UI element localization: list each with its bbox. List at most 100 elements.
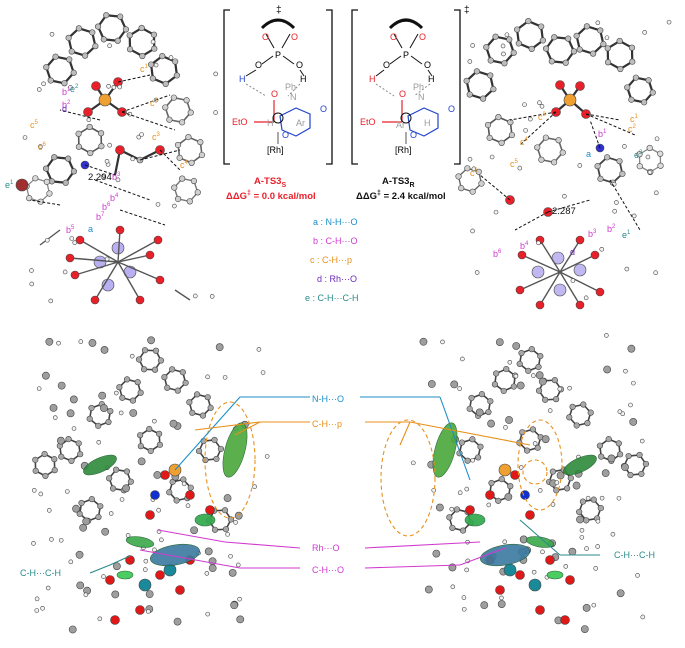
- carbon-atom: [495, 113, 502, 121]
- hydrogen-atom: [107, 142, 112, 148]
- oxygen-atom: [115, 145, 125, 155]
- hydrogen-atom: [653, 270, 658, 276]
- bond: [519, 271, 561, 291]
- carbon-atom: [41, 450, 48, 458]
- distance-right: 2.287: [552, 206, 576, 217]
- carbon-atom: [123, 376, 131, 383]
- carbon-atom: [173, 617, 182, 626]
- hydrogen-atom: [205, 374, 210, 380]
- oxygen-atom: [105, 575, 115, 585]
- carbon-atom: [466, 91, 473, 98]
- hydrogen-atom: [642, 30, 647, 35]
- callout-cho: C-H···O: [312, 565, 344, 575]
- interaction-label-c1: c1: [630, 114, 639, 124]
- carbon-atom: [32, 456, 39, 463]
- bond: [234, 421, 261, 436]
- carbon-atom: [173, 497, 180, 504]
- carbon-atom: [603, 365, 612, 374]
- carbon-atom: [551, 159, 558, 166]
- hydrogen-atom: [595, 20, 601, 26]
- hydrogen-atom: [431, 487, 437, 493]
- carbon-atom: [518, 349, 525, 357]
- carbon-atom: [495, 338, 504, 346]
- oxygen-atom: [90, 295, 100, 305]
- carbon-atom: [474, 454, 482, 461]
- hydrogen-atom: [449, 506, 455, 512]
- carbon-atom: [166, 489, 173, 496]
- bond: [559, 239, 581, 273]
- carbon-atom: [506, 36, 513, 43]
- carbon-atom: [424, 585, 433, 594]
- carbon-atom: [122, 484, 131, 493]
- carbon-atom: [186, 198, 193, 205]
- hydrogen-atom: [614, 200, 619, 205]
- carbon-atom: [190, 526, 199, 535]
- carbon-atom: [42, 472, 49, 480]
- carbon-atom: [98, 143, 105, 150]
- carbon-atom: [627, 344, 636, 353]
- carbon-atom: [475, 408, 484, 417]
- ch-pi-region: [522, 459, 548, 485]
- hydrogen-atom: [654, 136, 660, 142]
- carbon-atom: [617, 451, 624, 458]
- carbon-atom: [208, 564, 217, 573]
- carbon-atom: [166, 116, 173, 123]
- carbon-atom: [542, 134, 549, 141]
- bond: [39, 229, 61, 246]
- carbon-atom: [495, 497, 502, 504]
- carbon-atom: [182, 379, 189, 386]
- hydrogen-atom: [139, 132, 144, 137]
- hydrogen-atom: [513, 373, 519, 379]
- carbon-atom: [204, 394, 211, 401]
- carbon-atom: [82, 52, 89, 59]
- carbon-atom: [523, 447, 531, 454]
- carbon-atom: [551, 34, 558, 41]
- oxygen-atom: [91, 81, 101, 91]
- hydrogen-atom: [34, 608, 40, 613]
- n-r: N: [418, 92, 425, 102]
- carbon-atom: [122, 26, 130, 33]
- hydrogen-atom: [635, 573, 640, 578]
- interaction-label-c6: c6: [38, 142, 47, 152]
- nci-isosurface: [432, 422, 458, 478]
- hydrogen-atom: [639, 438, 645, 444]
- carbon-atom: [95, 422, 102, 429]
- ts-r-energy: ΔΔG‡ = 2.4 kcal/mol: [356, 190, 446, 203]
- carbon-atom: [601, 469, 610, 478]
- carbon-atom: [194, 189, 201, 196]
- carbon-atom: [195, 447, 203, 455]
- carbon-atom: [46, 190, 53, 197]
- carbon-atom: [508, 131, 516, 139]
- carbon-atom: [638, 470, 645, 478]
- hydrogen-atom: [118, 410, 124, 416]
- interaction-label-b1: b1: [598, 129, 607, 139]
- carbon-atom: [492, 33, 499, 40]
- carbon-atom: [582, 604, 591, 612]
- interaction-label-b3: b3: [112, 172, 121, 182]
- carbon-atom: [137, 457, 146, 466]
- hydrogen-atom: [599, 246, 605, 252]
- rhodium-atom: [528, 578, 542, 592]
- carbon-atom: [61, 80, 68, 87]
- carbon-atom: [548, 58, 555, 65]
- carbon-atom: [490, 86, 497, 93]
- star-s: *: [276, 18, 280, 27]
- oxygen-atom: [545, 555, 555, 565]
- carbon-atom: [604, 154, 611, 161]
- hydrogen-atom: [46, 508, 52, 513]
- carbon-atom: [86, 415, 93, 422]
- carbon-atom: [87, 149, 94, 157]
- carbon-atom: [516, 360, 523, 367]
- carbon-atom: [657, 150, 664, 157]
- carbon-atom: [583, 23, 590, 30]
- oxygen-atom: [155, 275, 165, 285]
- o-r-1: O: [390, 32, 398, 42]
- carbon-atom: [187, 109, 194, 116]
- bond: [69, 257, 119, 263]
- hydrogen-atom: [64, 489, 70, 494]
- hydrogen-atom: [628, 402, 633, 408]
- n-s: N: [290, 92, 297, 102]
- interaction-label-b7: b7: [96, 212, 105, 222]
- hydrogen-atom: [213, 110, 218, 115]
